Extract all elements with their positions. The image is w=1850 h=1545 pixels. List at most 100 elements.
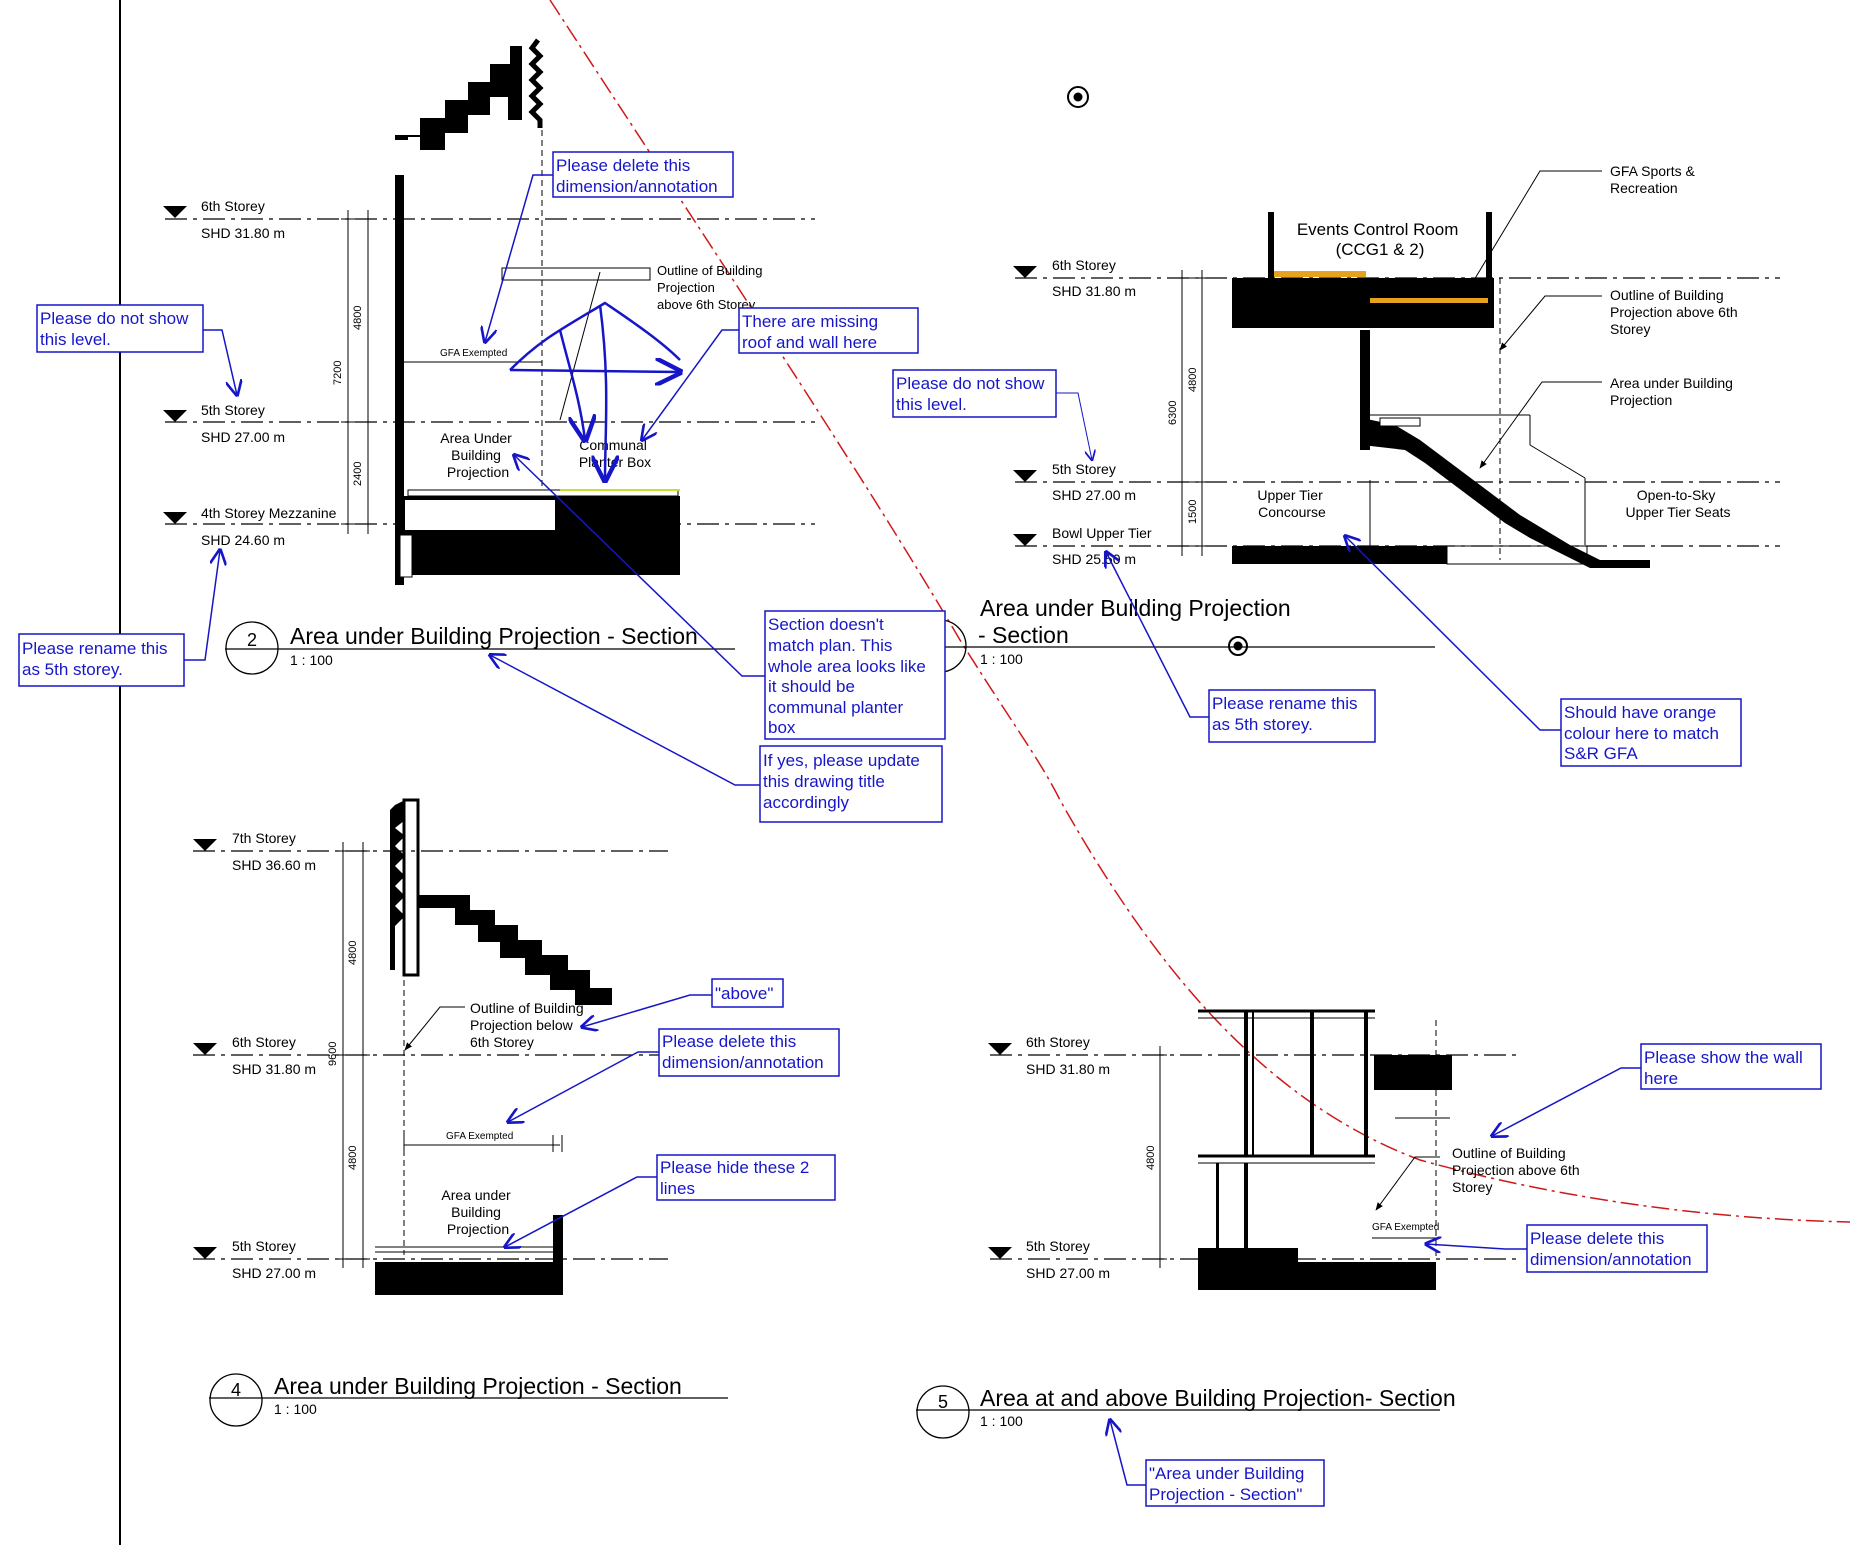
dimension-label: 4800 [347, 941, 359, 965]
level-rl: SHD 36.60 m [232, 857, 316, 873]
dimension-label: 2400 [352, 462, 364, 486]
comment-update-title[interactable]: If yes, please update this drawing title… [490, 655, 943, 823]
grid-marker-top [1067, 86, 1089, 108]
level-marker-icon [163, 410, 187, 422]
comment-above[interactable]: "above" [582, 978, 784, 1027]
level-marker-icon [1013, 534, 1037, 546]
level-name: 7th Storey [232, 830, 296, 846]
level-name: 5th Storey [1052, 461, 1116, 477]
dimension-label: 4800 [1145, 1146, 1157, 1170]
level-rl: SHD 27.00 m [201, 429, 285, 445]
seats-label: Open-to-Sky Upper Tier Seats [1625, 487, 1730, 520]
section-title: Area under Building Projection - Section [274, 1373, 682, 1399]
section-title: Area under Building Projection - Section [290, 623, 698, 649]
level-name: 5th Storey [1026, 1238, 1090, 1254]
comment-orange[interactable]: Should have orange colour here to match … [1345, 536, 1742, 767]
section-scale: 1 : 100 [290, 652, 333, 668]
level-rl: SHD 24.60 m [201, 532, 285, 548]
comment-section-mismatch[interactable]: Section doesn't match plan. This whole a… [514, 455, 946, 740]
level-marker-icon [193, 1043, 217, 1055]
redline-boundary-curve [549, 0, 1850, 1223]
section-number: 5 [938, 1392, 948, 1412]
svg-text:"above": "above" [715, 984, 773, 1003]
gfa-sports-label: GFA Sports & Recreation [1610, 163, 1699, 196]
area-label: Area under Building Projection [441, 1187, 514, 1237]
dimension-label: 9600 [327, 1042, 339, 1066]
level-marker-icon [193, 839, 217, 851]
level-name: 5th Storey [232, 1238, 296, 1254]
section-scale: 1 : 100 [274, 1401, 317, 1417]
level-rl: SHD 27.00 m [232, 1265, 316, 1281]
outline-label: Outline of Building Projection above 6th… [657, 263, 766, 312]
section-number: 4 [231, 1380, 241, 1400]
level-marker-icon [163, 206, 187, 218]
section-title: Area at and above Building Projection- S… [980, 1385, 1456, 1411]
svg-text:If yes, please update: If yes, please update this drawing title… [763, 751, 925, 812]
level-rl: SHD 31.80 m [201, 225, 285, 241]
concourse-label: Upper Tier Concourse [1257, 487, 1326, 520]
section-scale: 1 : 100 [980, 1413, 1023, 1429]
outline-label: Outline of Building Projection below 6th… [470, 1000, 588, 1050]
level-name: 6th Storey [232, 1034, 296, 1050]
area-label: Area Under Building Projection [440, 430, 515, 480]
level-rl: SHD 31.80 m [232, 1061, 316, 1077]
level-marker-icon [193, 1247, 217, 1259]
section-2: 6th Storey SHD 31.80 m 5th Storey SHD 27… [163, 38, 815, 675]
dimension-label: 6300 [1167, 401, 1179, 425]
level-name: 6th Storey [201, 198, 265, 214]
level-name: 6th Storey [1026, 1034, 1090, 1050]
gfa-exempted-label: GFA Exempted [440, 348, 507, 359]
level-name: Bowl Upper Tier [1052, 525, 1152, 541]
dimension-label: 1500 [1187, 500, 1199, 524]
outline-label: Outline of Building Projection above 6th… [1452, 1145, 1584, 1195]
level-rl: SHD 31.80 m [1026, 1061, 1110, 1077]
level-marker-icon [988, 1247, 1012, 1259]
dimension-label: 7200 [332, 361, 344, 385]
level-marker-icon [988, 1043, 1012, 1055]
planter-label: Communal Planter Box [579, 437, 651, 470]
level-marker-icon [163, 512, 187, 524]
dimension-label: 4800 [347, 1146, 359, 1170]
level-rl: SHD 25.50 m [1052, 551, 1136, 567]
section-number: 2 [247, 630, 257, 650]
level-name: 6th Storey [1052, 257, 1116, 273]
level-rl: SHD 27.00 m [1052, 487, 1136, 503]
svg-text:Should have orange col: Should have orange colour here to match … [1564, 703, 1724, 763]
gfa-exempted-label: GFA Exempted [1372, 1222, 1439, 1233]
level-marker-icon [1013, 266, 1037, 278]
dimension-label: 4800 [352, 306, 364, 330]
events-room-label: Events Control Room (CCG1 & 2) [1297, 220, 1463, 259]
section-5: 6th Storey SHD 31.80 m 5th Storey SHD 27… [916, 1009, 1584, 1439]
section-4: 7th Storey SHD 36.60 m 6th Storey SHD 31… [193, 798, 728, 1427]
level-name: 5th Storey [201, 402, 265, 418]
freehand-markup [509, 301, 681, 371]
dimension-label: 4800 [1187, 368, 1199, 392]
level-rl: SHD 31.80 m [1052, 283, 1136, 299]
outline-label: Outline of Building Projection above 6th… [1610, 287, 1742, 337]
gfa-exempted-label: GFA Exempted [446, 1131, 513, 1142]
level-rl: SHD 27.00 m [1026, 1265, 1110, 1281]
